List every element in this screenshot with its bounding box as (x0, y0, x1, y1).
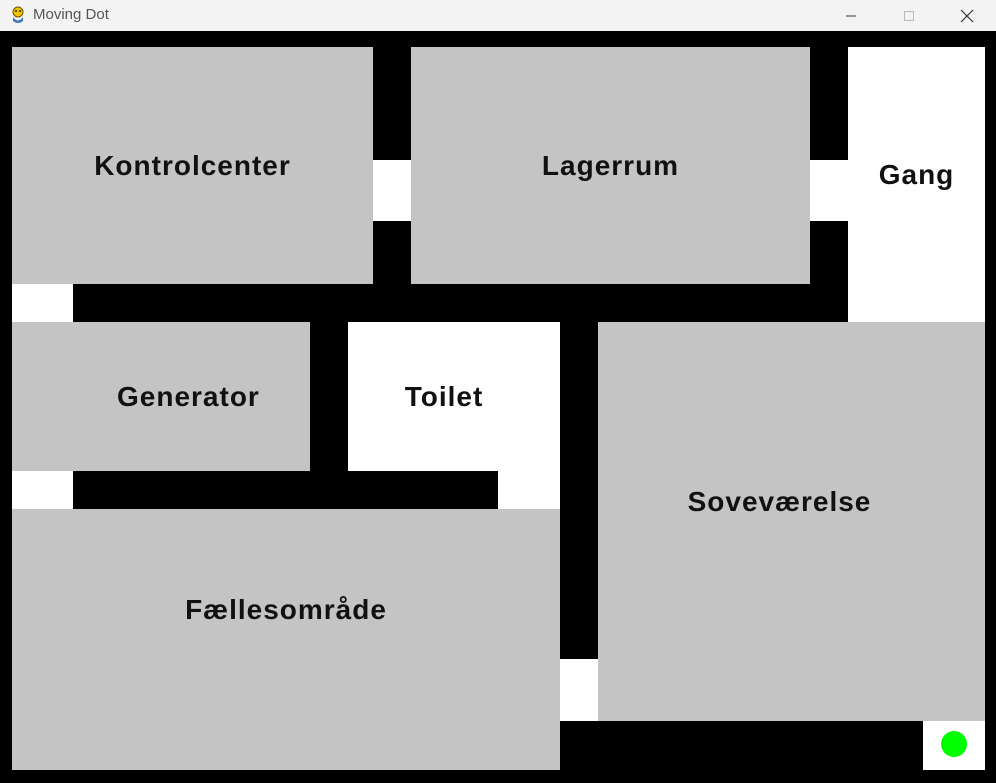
room-label-gang: Gang (878, 159, 955, 190)
room-label-lagerrum: Lagerrum (541, 149, 680, 181)
room-label-toilet: Toilet (404, 380, 484, 412)
room-label-faellesomraade: Fællesområde (185, 593, 387, 625)
door-kontrolcenter-lagerrum (373, 160, 411, 221)
room-label-generator: Generator (117, 380, 260, 412)
room-generator: Generator (12, 322, 310, 471)
room-toilet: Toilet (348, 322, 560, 471)
maximize-icon (904, 10, 914, 21)
close-icon (960, 9, 974, 22)
window-title: Moving Dot (33, 6, 109, 23)
room-label-sovevaerelse: Soveværelse (687, 485, 872, 517)
room-sovevaerelse: Soveværelse (598, 322, 985, 721)
pygame-snake-icon (12, 6, 24, 23)
game-canvas[interactable]: Kontrolcenter Lagerrum Generator Sovevær… (0, 31, 996, 783)
room-lagerrum: Lagerrum (411, 47, 810, 284)
door-lagerrum-gang (810, 160, 848, 221)
room-label-kontrolcenter: Kontrolcenter (94, 149, 291, 181)
player-dot[interactable] (941, 731, 967, 757)
toilet-passage (498, 471, 560, 509)
room-gang: Gang (848, 47, 985, 322)
minimize-icon (846, 15, 856, 16)
room-kontrolcenter: Kontrolcenter (12, 47, 373, 284)
minimize-button[interactable] (822, 0, 880, 31)
close-button[interactable] (938, 0, 996, 31)
door-faelles-sove (560, 659, 598, 721)
title-bar[interactable]: Moving Dot (0, 0, 996, 31)
maximize-button[interactable] (880, 0, 938, 31)
room-faellesomraade: Fællesområde (12, 509, 560, 770)
door-left-upper (12, 284, 73, 322)
door-left-lower (12, 471, 73, 509)
